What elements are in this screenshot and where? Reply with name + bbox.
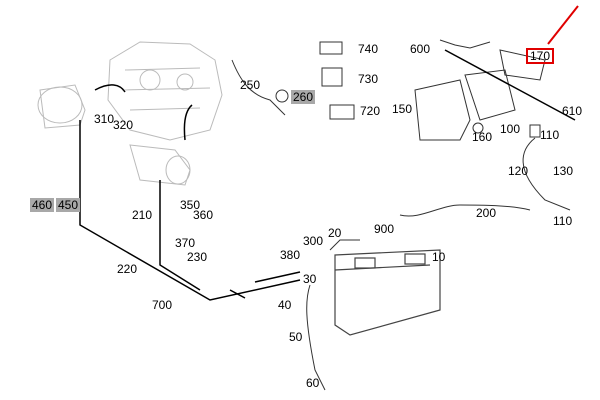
label-200: 200 bbox=[476, 206, 497, 220]
starter-motor bbox=[129, 144, 191, 186]
label-150: 150 bbox=[392, 102, 413, 116]
label-100: 100 bbox=[500, 122, 521, 136]
highlight-arrow bbox=[547, 5, 579, 45]
label-110-bottom: 110 bbox=[553, 214, 573, 228]
label-310: 310 bbox=[94, 112, 115, 126]
cables-thin bbox=[306, 204, 531, 391]
label-30: 30 bbox=[303, 272, 317, 286]
label-170-highlighted[interactable]: 170 bbox=[526, 48, 555, 64]
label-740: 740 bbox=[358, 42, 379, 56]
label-60: 60 bbox=[306, 376, 320, 390]
label-120: 120 bbox=[508, 164, 529, 178]
label-160: 160 bbox=[472, 130, 493, 144]
cable-harness bbox=[79, 120, 301, 301]
small-parts bbox=[231, 41, 355, 120]
label-900: 900 bbox=[374, 222, 395, 236]
label-350: 350 bbox=[180, 198, 201, 212]
label-250: 250 bbox=[240, 78, 261, 92]
label-360: 360 bbox=[193, 208, 214, 222]
label-40: 40 bbox=[278, 298, 292, 312]
label-600: 600 bbox=[410, 42, 431, 56]
label-720: 720 bbox=[360, 104, 381, 118]
label-210: 210 bbox=[132, 208, 153, 222]
label-320: 320 bbox=[113, 118, 134, 132]
label-450: 450 bbox=[56, 198, 81, 212]
label-20: 20 bbox=[328, 226, 342, 240]
label-460: 460 bbox=[30, 198, 55, 212]
label-370: 370 bbox=[175, 236, 196, 250]
label-50: 50 bbox=[289, 330, 303, 344]
engine-block bbox=[94, 41, 223, 141]
battery bbox=[334, 249, 441, 336]
label-220: 220 bbox=[117, 262, 138, 276]
label-230: 230 bbox=[187, 250, 208, 264]
label-110-top: 110 bbox=[540, 128, 560, 142]
fusebox-assembly bbox=[414, 39, 576, 211]
label-380: 380 bbox=[280, 248, 301, 262]
label-700: 700 bbox=[152, 298, 173, 312]
label-730: 730 bbox=[358, 72, 379, 86]
label-130: 130 bbox=[553, 164, 574, 178]
label-610: 610 bbox=[562, 104, 583, 118]
label-260: 260 bbox=[291, 90, 316, 104]
alternator bbox=[37, 84, 86, 129]
label-300: 300 bbox=[303, 234, 324, 248]
label-10: 10 bbox=[432, 250, 446, 264]
